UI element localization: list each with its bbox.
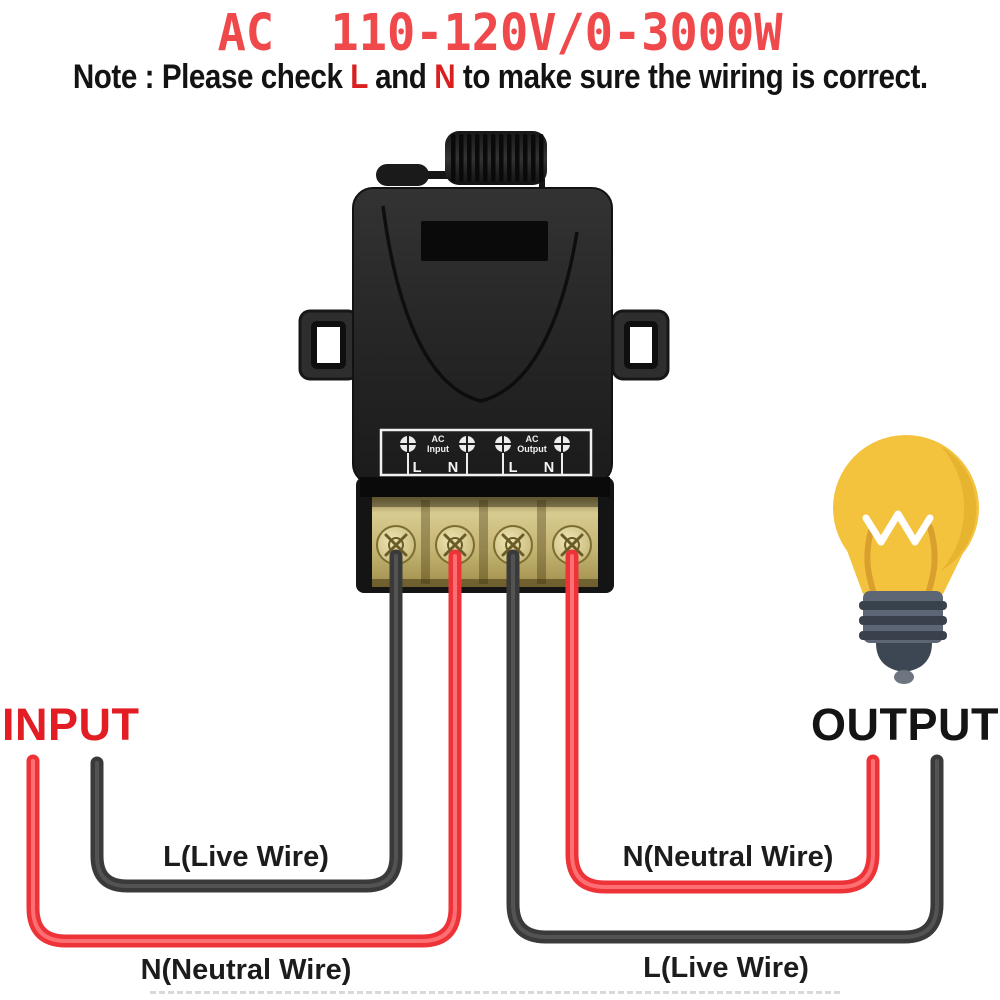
terminal-letter-input-l: L [413,460,422,476]
output-live-wire-label: L(Live Wire) [643,952,809,984]
screw-input-l [376,525,416,565]
screw-input-n [435,525,475,565]
note-neutral-letter: N [433,58,455,96]
terminal-letter-input-n: N [448,460,458,476]
terminal-separators [421,500,546,584]
output-neutral-wire-label: N(Neutral Wire) [622,841,834,873]
output-section-label: OUTPUT [811,699,999,750]
ac-input-label-line2: Input [427,444,449,454]
antenna-tip [376,164,429,186]
light-bulb-icon [833,435,979,684]
bulb-shade [941,446,977,571]
output-neutral-wire-sheen [570,554,875,889]
antenna [376,131,547,198]
device-body [352,187,613,485]
mounting-tab-right [611,309,670,381]
page-title: AC 110-120V/0-3000W [0,4,1000,63]
wires [26,549,944,948]
bulb-contact-tip [894,670,914,684]
page-title-text: AC 110-120V/0-3000W [217,4,783,63]
mounting-tab-left [298,309,360,381]
brass-screws [376,525,592,565]
brass-terminal-block [356,477,614,593]
input-live-wire [90,549,403,893]
terminal-marking-panel: AC Input AC Output L N L N [379,428,593,477]
antenna-coil-icon [445,131,547,185]
filament-zigzag [862,510,934,546]
output-live-wire-sheen [511,554,939,939]
note-prefix: Note : Please check [72,58,350,96]
ac-output-label-line2: Output [517,444,547,454]
terminal-letter-output-n: N [544,460,554,476]
bulb-base-threads [859,601,947,640]
device-label-window [421,221,548,261]
bottom-dashed-line [150,991,840,994]
filament-legs [864,524,938,597]
ac-input-label-line1: AC [432,434,445,444]
antenna-stem [421,171,451,179]
note-middle: and [367,58,434,96]
input-neutral-wire-sheen [31,554,457,943]
input-section-label: INPUT [2,699,140,750]
input-live-wire-sheen [95,554,398,888]
panel-screw-icons [400,436,570,452]
ac-output-label-line1: AC [526,434,539,444]
input-neutral-wire-label: N(Neutral Wire) [140,954,352,986]
body-seam-curve [381,205,579,403]
terminal-letter-output-l: L [509,460,518,476]
bulb-base-cone [876,643,932,672]
note-line: Note : Please check L and N to make sure… [0,58,1000,97]
note-suffix: to make sure the wiring is correct. [454,58,928,96]
screw-output-l [493,525,533,565]
panel-divider-lines [407,453,563,475]
bulb-neck [845,545,967,594]
input-live-wire-label: L(Live Wire) [163,841,329,873]
note-live-letter: L [349,58,368,96]
